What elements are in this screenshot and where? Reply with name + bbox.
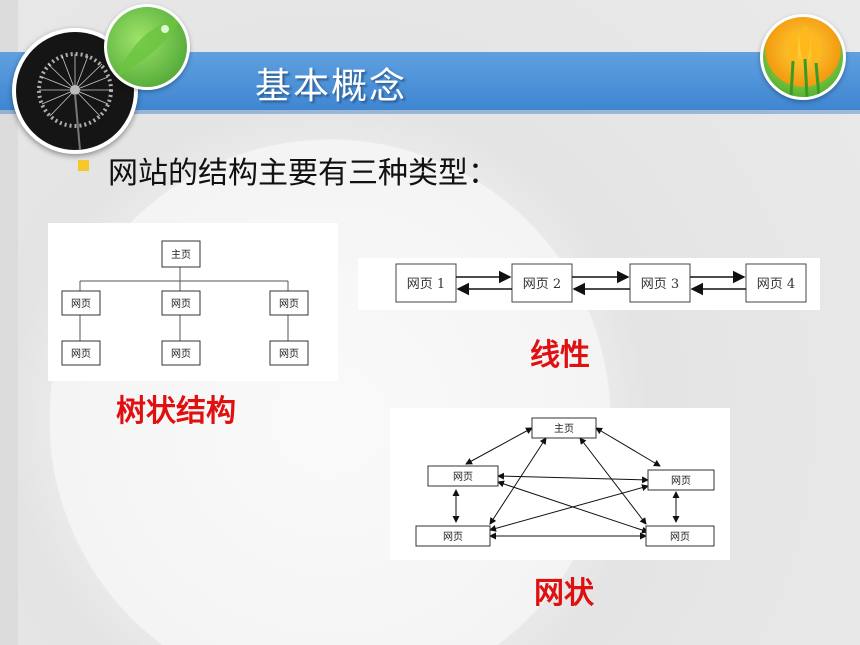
tree-diagram-panel: 主页 网页 网页 网页 网页 网页 网页 <box>48 223 338 381</box>
linear-node: 网页 1 <box>407 277 445 292</box>
linear-node: 网页 3 <box>641 277 679 292</box>
mesh-right-bottom-node: 网页 <box>670 531 690 543</box>
mesh-diagram-panel: 主页 网页 网页 网页 网页 <box>390 408 730 560</box>
tree-level2-node: 网页 <box>71 348 91 360</box>
mesh-right-mid-node: 网页 <box>671 475 691 487</box>
mesh-caption: 网状 <box>534 576 594 611</box>
mesh-left-bottom-node: 网页 <box>443 531 463 543</box>
tree-level1-node: 网页 <box>71 298 91 310</box>
bullet-square-icon <box>78 160 89 171</box>
left-strip <box>0 0 18 645</box>
linear-caption: 线性 <box>530 338 590 373</box>
tree-level1-node: 网页 <box>279 298 299 310</box>
tree-root-node: 主页 <box>171 249 191 261</box>
linear-diagram-panel: 网页 1 网页 2 网页 3 网页 4 <box>358 258 820 310</box>
bullet-text: 网站的结构主要有三种类型： <box>108 156 498 191</box>
tree-level2-node: 网页 <box>171 348 191 360</box>
leaf-logo-icon <box>104 4 190 90</box>
flower-logo-icon <box>760 14 846 100</box>
tree-level2-node: 网页 <box>279 348 299 360</box>
tree-level1-node: 网页 <box>171 298 191 310</box>
tree-caption: 树状结构 <box>116 394 236 429</box>
mesh-top-node: 主页 <box>554 423 574 435</box>
linear-node: 网页 4 <box>757 277 795 292</box>
linear-node: 网页 2 <box>523 277 561 292</box>
mesh-left-mid-node: 网页 <box>453 471 473 483</box>
page-title: 基本概念 <box>255 66 408 107</box>
